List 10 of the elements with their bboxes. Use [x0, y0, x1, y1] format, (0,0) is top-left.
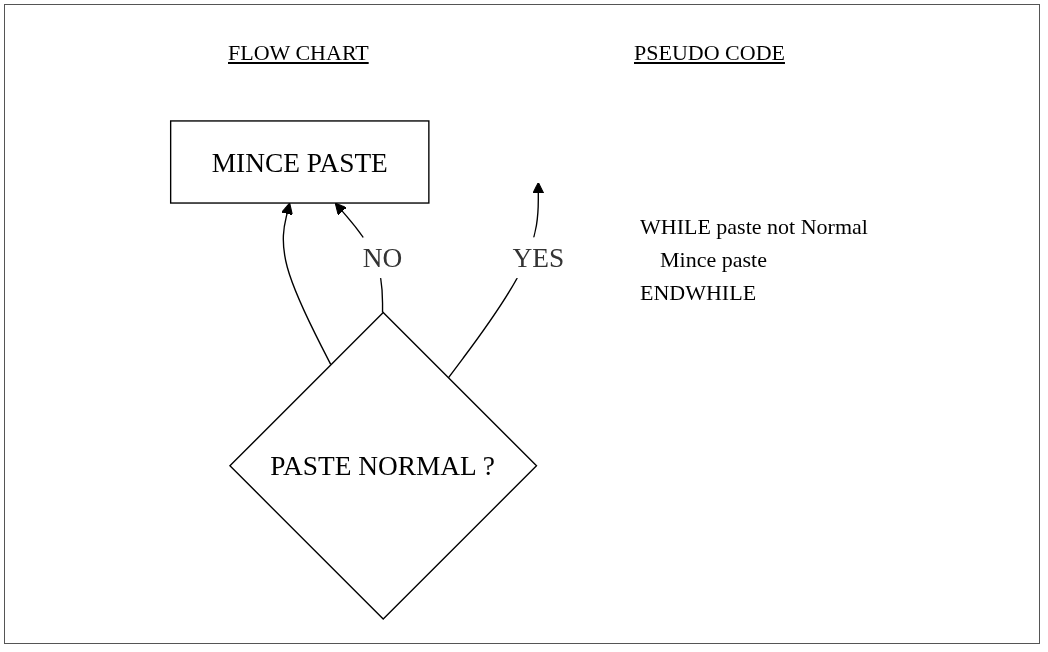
- heading: PSEUDO CODE: [634, 40, 785, 66]
- edge-label: YES: [512, 242, 565, 273]
- pseudo-code-line: ENDWHILE: [640, 279, 758, 307]
- edge-label: NO: [362, 242, 403, 273]
- pseudo-code-line: WHILE paste not Normal: [640, 213, 868, 241]
- node-diamond: PASTE NORMAL ?: [228, 311, 538, 621]
- arrow: [281, 202, 332, 365]
- pseudo-code-line: Mince paste: [659, 246, 768, 274]
- node-box: MINCE PASTE: [169, 120, 430, 204]
- heading: FLOW CHART: [228, 40, 369, 66]
